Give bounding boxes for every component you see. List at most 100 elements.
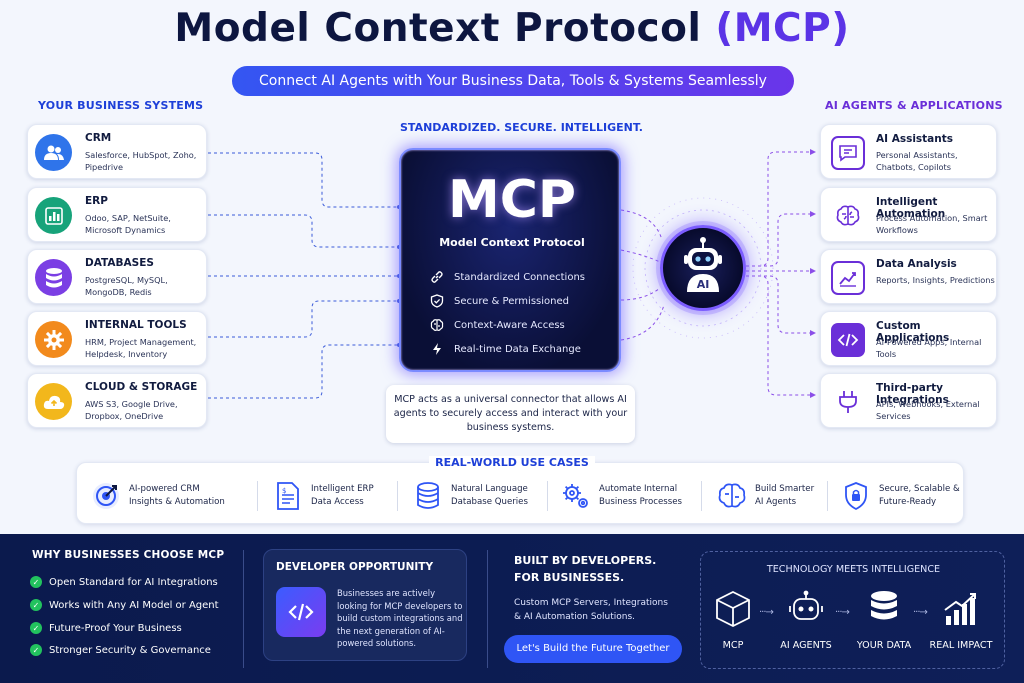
gears-icon [561,481,591,511]
use-case-label: Intelligent ERP Data Access [311,484,374,507]
divider [487,550,488,668]
tech-step-label: YOUR DATA [856,640,912,651]
database-icon [849,588,919,630]
check-icon: ✓ [30,599,42,611]
card-desc: APIs, Webhooks, External Services [876,399,980,421]
divider [243,550,244,668]
use-case-item[interactable]: $ Intelligent ERP Data Access [273,479,387,513]
built-text: Custom MCP Servers, Integrations & AI Au… [514,598,668,622]
tagline: STANDARDIZED. SECURE. INTELLIGENT. [400,121,643,134]
card-title: ERP [85,195,108,207]
arrow-icon: ···→ [835,607,850,618]
business-systems-heading: YOUR BUSINESS SYSTEMS [38,99,204,112]
use-case-item[interactable]: Secure, Scalable & Future-Ready [841,479,963,513]
built-heading: BUILT BY DEVELOPERS. FOR BUSINESSES. [514,552,656,586]
robot-icon [771,588,841,630]
business-card-crm[interactable]: CRM Salesforce, HubSpot, Zoho, Pipedrive [27,124,207,179]
card-desc: Personal Assistants, Chatbots, Copilots [876,150,958,172]
tech-heading: TECHNOLOGY MEETS INTELLIGENCE [766,564,941,575]
divider [827,481,828,511]
database-icon [35,259,72,296]
target-icon [91,481,121,511]
use-cases-panel: AI-powered CRM Insights & Automation $ I… [76,462,964,524]
card-desc: PostgreSQL, MySQL, MongoDB, Redis [85,275,168,297]
tech-step-label: MCP [722,640,744,651]
tech-step-label: AI AGENTS [780,640,832,651]
code-icon [831,323,865,357]
mcp-description: MCP acts as a universal connector that a… [386,385,635,443]
tech-step: AI AGENTS [771,588,841,651]
feature-label: Standardized Connections [454,271,585,283]
ai-card-automation[interactable]: Intelligent Automation Process Automatio… [820,187,997,242]
ai-card-custom-apps[interactable]: Custom Applications AI-Powered Apps, Int… [820,311,997,366]
ai-card-integrations[interactable]: Third-party Integrations APIs, Webhooks,… [820,373,997,428]
business-card-internal-tools[interactable]: INTERNAL TOOLS HRM, Project Management, … [27,311,207,366]
use-case-item[interactable]: Automate Internal Business Processes [561,479,689,513]
card-title: CLOUD & STORAGE [85,381,198,393]
document-icon: $ [273,481,303,511]
connector-integrations [746,275,810,396]
feature-label: Context-Aware Access [454,319,565,331]
connector-ai-assistants [746,151,810,267]
plug-icon [831,385,865,419]
card-desc: AWS S3, Google Drive, Dropbox, OneDrive [85,399,178,421]
ai-card-assistants[interactable]: AI Assistants Personal Assistants, Chatb… [820,124,997,179]
growth-chart-icon [926,588,996,630]
database-icon [413,481,443,511]
lock-shield-icon [841,481,871,511]
use-case-item[interactable]: Build Smarter AI Agents [717,479,819,513]
tech-step: REAL IMPACT [926,588,996,651]
check-icon: ✓ [30,644,42,656]
users-icon [35,134,72,171]
bar-chart-icon [35,197,72,234]
card-desc: Salesforce, HubSpot, Zoho, Pipedrive [85,150,197,172]
arrow-icon: ···→ [913,607,928,618]
connector-internal-tools [208,300,399,338]
card-desc: Process Automation, Smart Workflows [876,213,988,235]
brain-icon [831,199,865,233]
connector-cloud [208,344,399,399]
mcp-feature: Secure & Permissioned [429,292,569,310]
check-icon: ✓ [30,576,42,588]
developer-text: Businesses are actively looking for MCP … [337,588,463,648]
page-title: Model Context Protocol (MCP) [0,6,1024,51]
why-item: ✓ Stronger Security & Governance [30,644,211,656]
card-title: Custom Applications [876,320,950,344]
chat-icon [831,136,865,170]
mcp-hub: MCP Model Context Protocol Standardized … [399,148,621,372]
business-card-erp[interactable]: ERP Odoo, SAP, NetSuite, Microsoft Dynam… [27,187,207,242]
tech-panel: TECHNOLOGY MEETS INTELLIGENCE MCP ···→ A… [700,551,1005,669]
svg-text:$: $ [282,487,286,495]
business-card-databases[interactable]: DATABASES PostgreSQL, MySQL, MongoDB, Re… [27,249,207,304]
use-case-label: Natural Language Database Queries [451,484,528,507]
ai-card-data-analysis[interactable]: Data Analysis Reports, Insights, Predict… [820,249,997,304]
cube-icon [698,588,768,630]
tech-step: MCP [698,588,768,651]
why-label: Stronger Security & Governance [49,644,211,656]
use-case-item[interactable]: Natural Language Database Queries [413,479,541,513]
business-card-cloud-storage[interactable]: CLOUD & STORAGE AWS S3, Google Drive, Dr… [27,373,207,428]
why-label: Open Standard for AI Integrations [49,576,218,588]
connector-crm [208,152,399,208]
check-icon: ✓ [30,622,42,634]
divider [547,481,548,511]
use-case-label: Build Smarter AI Agents [755,484,815,507]
subtitle-banner: Connect AI Agents with Your Business Dat… [232,66,794,96]
title-main: Model Context Protocol [174,6,702,51]
card-desc: Odoo, SAP, NetSuite, Microsoft Dynamics [85,213,171,235]
divider [257,481,258,511]
arrow-icon: ···→ [759,607,774,618]
developer-panel: DEVELOPER OPPORTUNITY Businesses are act… [263,549,467,661]
connector-erp [208,214,399,248]
robot-label: AI [696,278,710,291]
use-cases-heading: REAL-WORLD USE CASES [0,456,1024,469]
card-desc: Reports, Insights, Predictions [876,275,995,285]
cta-button[interactable]: Let's Build the Future Together [504,635,682,663]
link-icon [429,269,445,285]
use-case-label: Automate Internal Business Processes [599,484,682,507]
feature-label: Real-time Data Exchange [454,343,581,355]
mcp-feature: Standardized Connections [429,268,585,286]
why-label: Future-Proof Your Business [49,622,182,634]
use-case-item[interactable]: AI-powered CRM Insights & Automation [91,479,229,513]
card-desc: AI-Powered Apps, Internal Tools [876,337,982,359]
